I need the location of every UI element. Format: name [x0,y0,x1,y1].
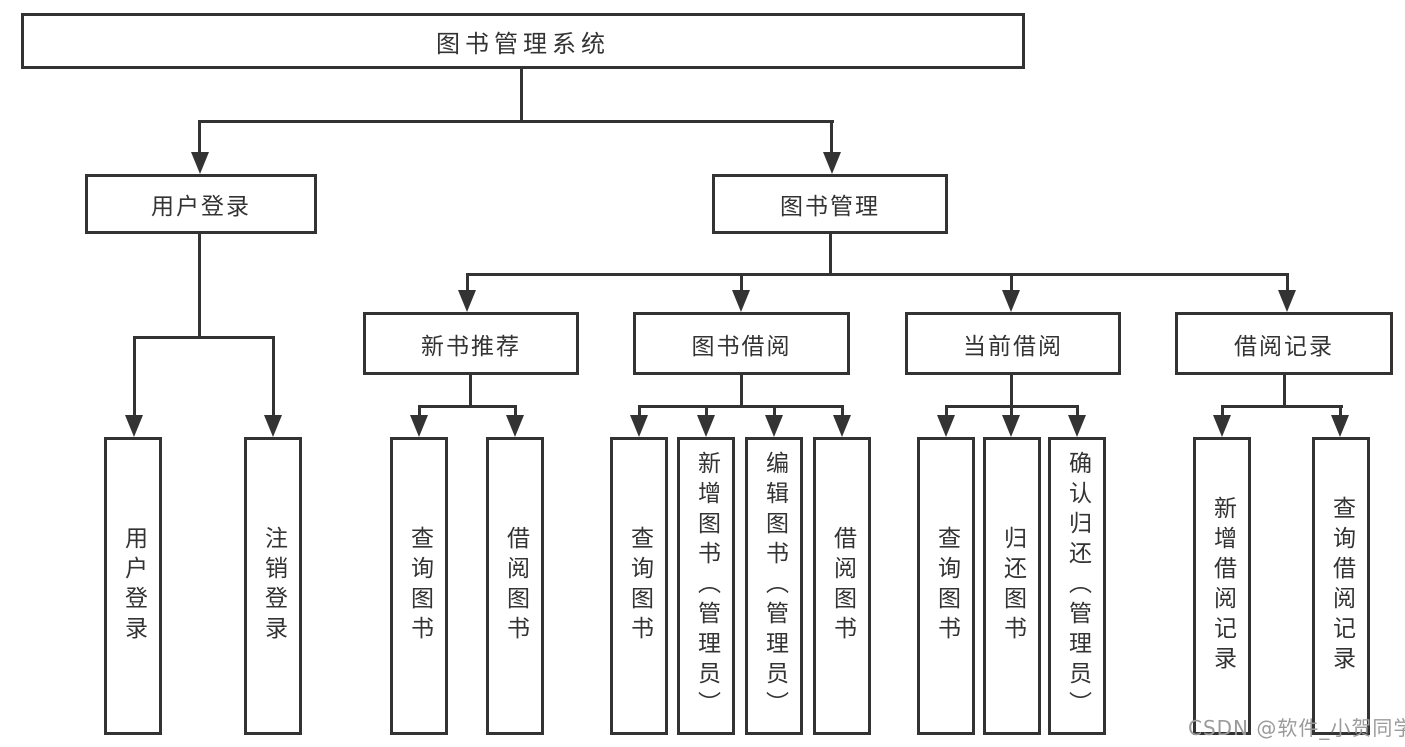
arrow-down-icon [732,290,750,312]
connector-line [514,405,517,417]
connector-line [1221,405,1343,408]
leaf-return-books: 归还图书 [983,437,1041,735]
leaf-label: 借阅图书 [502,526,529,646]
connector-line [133,336,136,417]
connector-line [1010,273,1013,292]
connector-line [1286,273,1289,292]
connector-line [466,273,469,292]
connector-line [638,405,844,408]
leaf-query-books-2: 查询图书 [610,437,668,735]
arrow-down-icon [1213,415,1231,437]
connector-line [1010,405,1013,417]
connector-line [829,234,832,273]
leaf-add-books-admin: 新增图书（管理员） [677,437,735,735]
connector-line [830,120,833,154]
leaf-label: 编辑图书（管理员） [761,451,788,721]
arrow-down-icon [630,415,648,437]
connector-line [945,405,948,417]
connector-line [740,273,743,292]
arrow-down-icon [697,415,715,437]
connector-line [272,336,275,417]
connector-line [1339,405,1342,417]
connector-line [418,405,421,417]
arrow-down-icon [1002,415,1020,437]
arrow-down-icon [264,415,282,437]
arrow-down-icon [191,152,209,174]
leaf-label: 确认归还（管理员） [1064,451,1091,721]
arrow-down-icon [125,415,143,437]
connector-line [1221,405,1224,417]
connector-line [198,120,834,123]
leaf-edit-books-admin: 编辑图书（管理员） [745,437,803,735]
arrow-down-icon [765,415,783,437]
arrow-down-icon [410,415,428,437]
node-book-borrow: 图书借阅 [633,312,850,375]
connector-line [773,405,776,417]
leaf-borrow-books-1: 借阅图书 [486,437,544,735]
leaf-query-books-1: 查询图书 [390,437,448,735]
connector-line [198,234,201,336]
arrow-down-icon [1002,290,1020,312]
connector-line [418,405,517,408]
arrow-down-icon [1331,415,1349,437]
leaf-label: 查询图书 [406,526,433,646]
arrow-down-icon [823,152,841,174]
leaf-label: 查询图书 [626,526,653,646]
connector-line [1076,405,1079,417]
leaf-user-login: 用户登录 [104,437,162,735]
leaf-label: 新增借阅记录 [1209,496,1236,676]
connector-line [1283,375,1286,405]
leaf-label: 注销登录 [260,526,287,646]
connector-line [705,405,708,417]
connector-line [133,336,275,339]
leaf-label: 查询借阅记录 [1328,496,1355,676]
leaf-query-books-3: 查询图书 [917,437,975,735]
connector-line [1010,375,1013,405]
leaf-label: 新增图书（管理员） [693,451,720,721]
connector-line [469,375,472,405]
leaf-label: 借阅图书 [829,526,856,646]
connector-line [740,375,743,405]
arrow-down-icon [1278,290,1296,312]
connector-line [466,273,1289,276]
connector-line [520,68,523,123]
node-user-login: 用户登录 [85,174,317,234]
connector-line [638,405,641,417]
watermark: CSDN @软件_小贺同学 [1188,716,1405,740]
arrow-down-icon [506,415,524,437]
leaf-confirm-return-admin: 确认归还（管理员） [1048,437,1106,735]
node-current-borrow: 当前借阅 [905,312,1121,375]
leaf-label: 查询图书 [933,526,960,646]
node-new-book-recommend: 新书推荐 [363,312,579,375]
arrow-down-icon [1068,415,1086,437]
arrow-down-icon [458,290,476,312]
arrow-down-icon [937,415,955,437]
arrow-down-icon [833,415,851,437]
node-library-management-system: 图书管理系统 [21,13,1025,69]
node-book-management: 图书管理 [712,174,948,234]
connector-line [841,405,844,417]
leaf-label: 用户登录 [120,526,147,646]
leaf-label: 归还图书 [999,526,1026,646]
leaf-borrow-books-2: 借阅图书 [813,437,871,735]
leaf-add-borrow-record: 新增借阅记录 [1193,437,1251,735]
leaf-query-borrow-record: 查询借阅记录 [1312,437,1370,735]
node-borrow-records: 借阅记录 [1175,312,1393,375]
connector-line [198,120,201,154]
leaf-logout: 注销登录 [244,437,302,735]
